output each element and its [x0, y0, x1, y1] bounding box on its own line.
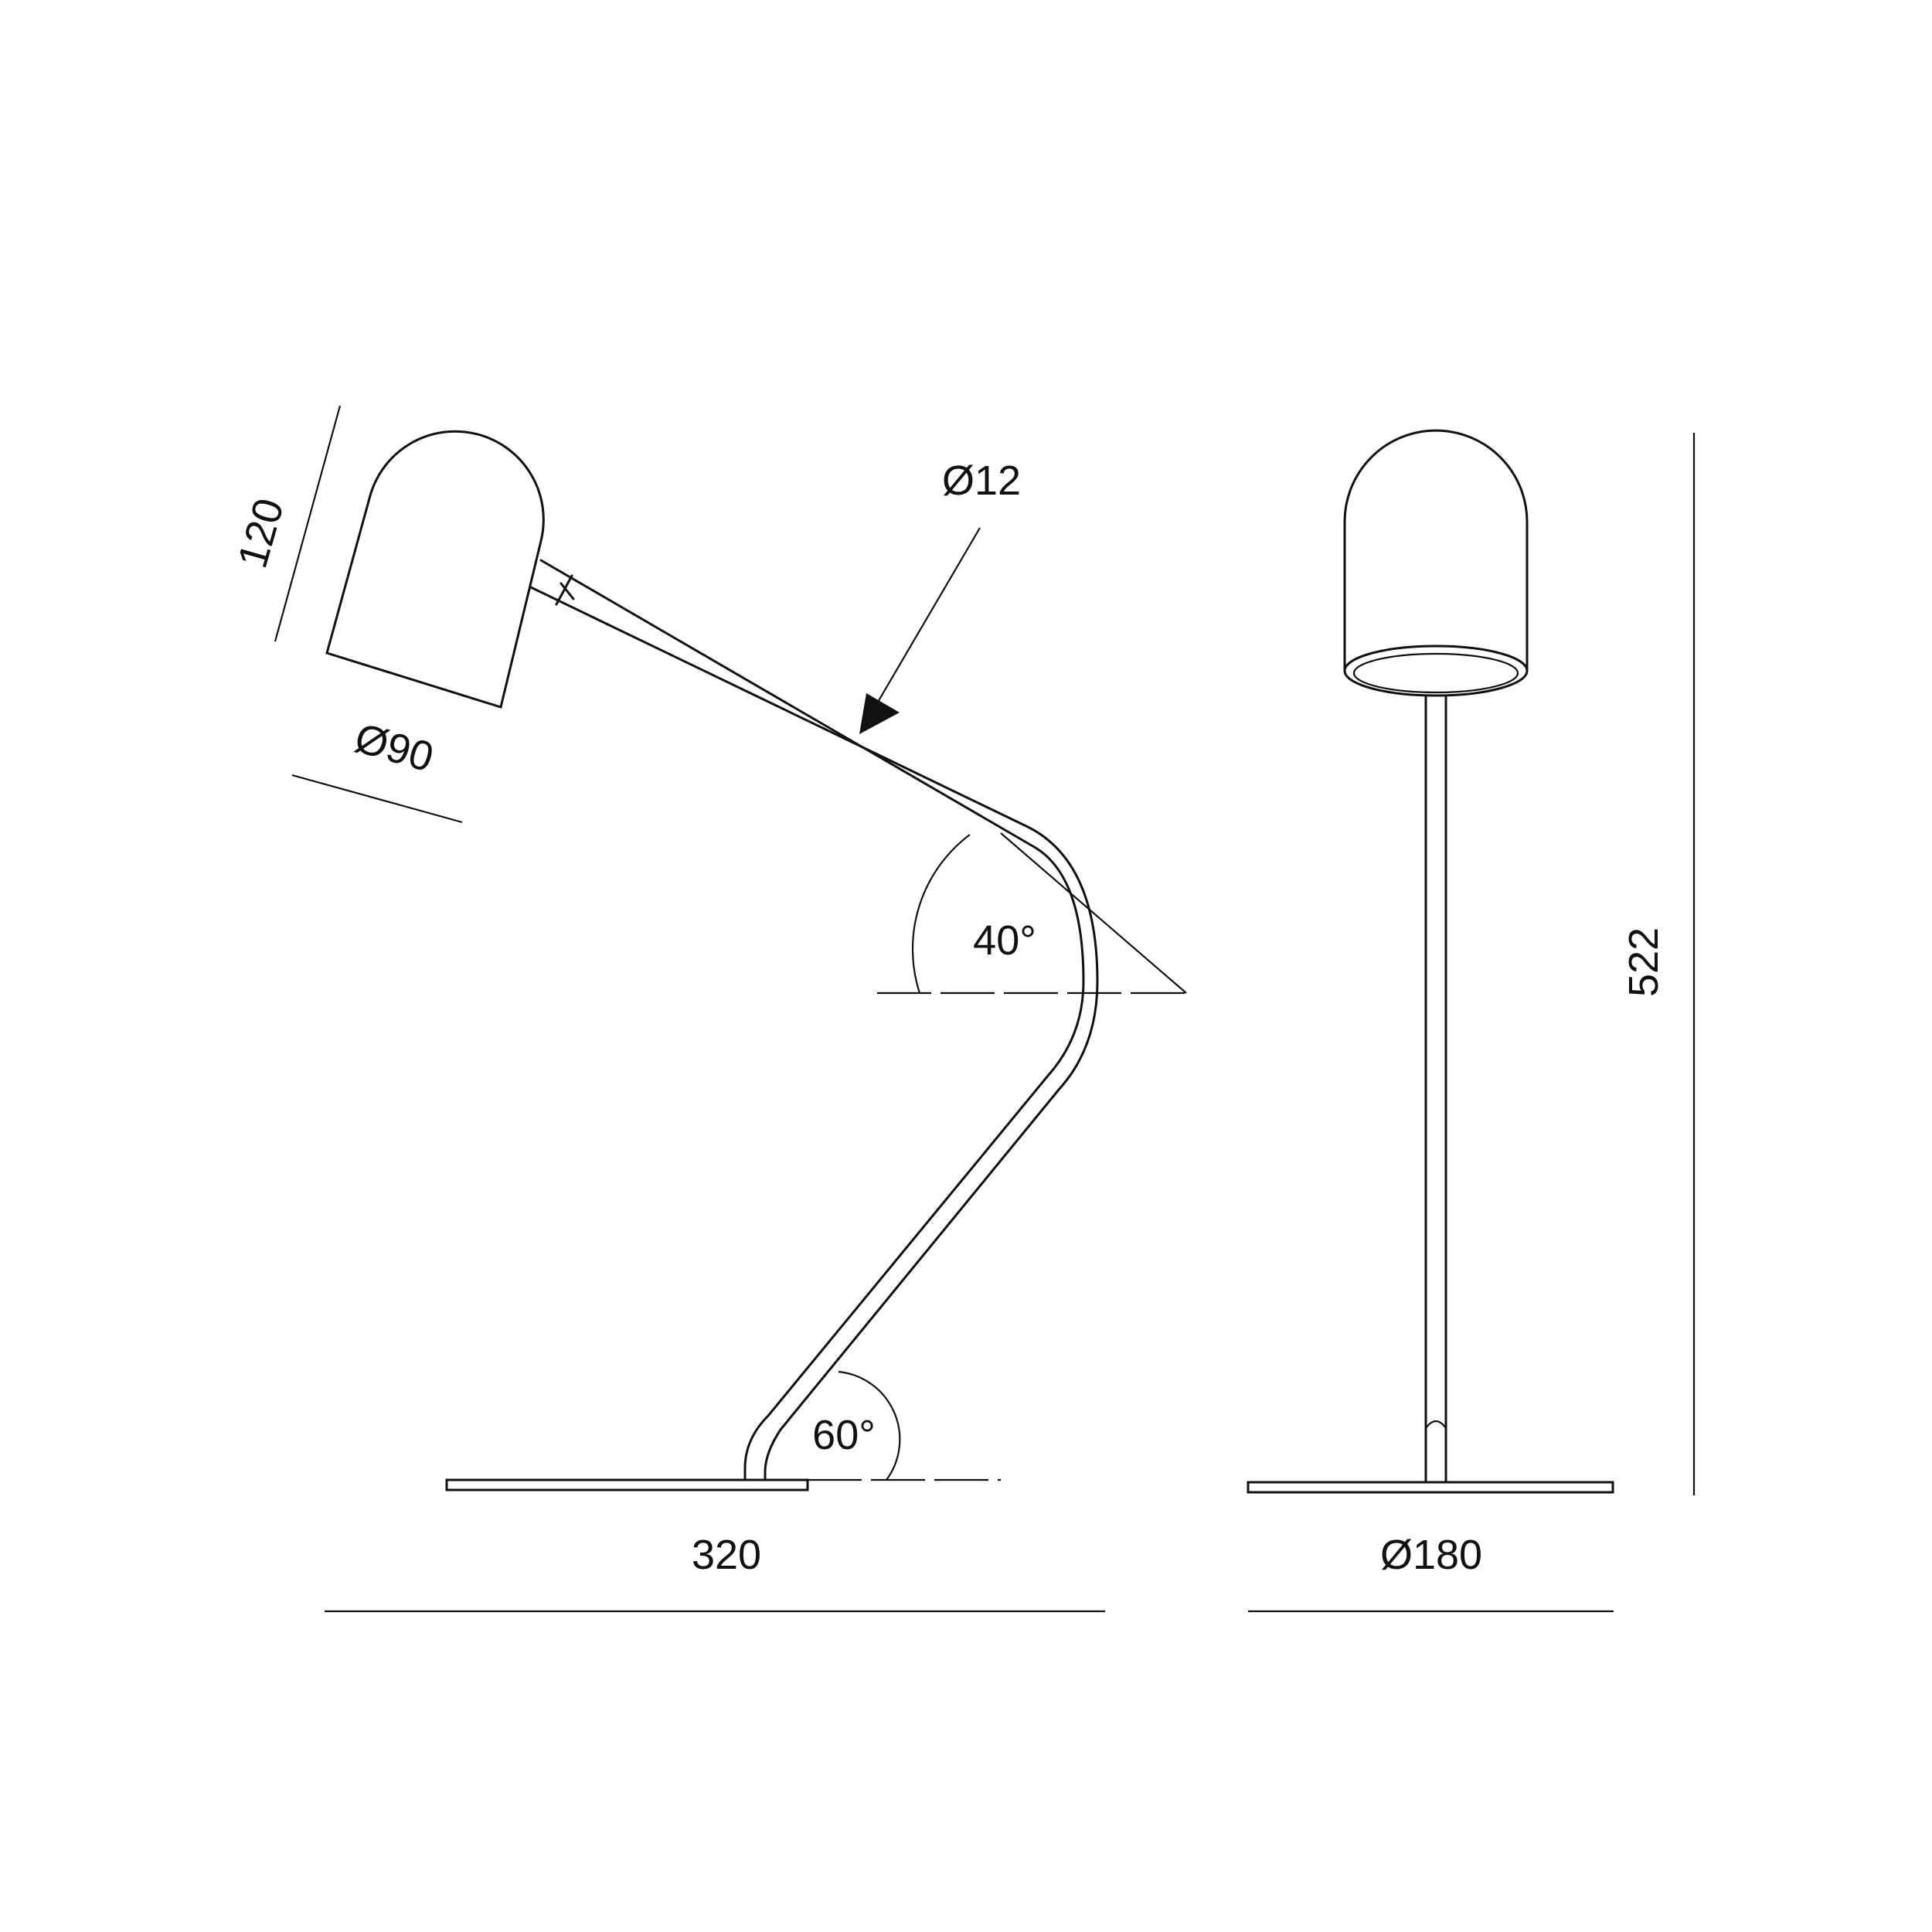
front-shade-inner-rim: [1352, 652, 1519, 694]
side-base-plate: [445, 1478, 809, 1492]
upper-arm-tube-inner: [539, 559, 1085, 1489]
arm-angle-label: 40°: [973, 917, 1036, 964]
shade-diameter-dimension-line: [291, 774, 463, 824]
base-diameter-label: Ø180: [1380, 1532, 1482, 1578]
side-lamp-shade: [325, 430, 545, 709]
base-length-label: 320: [692, 1532, 761, 1578]
shade-diameter-label: Ø90: [350, 715, 439, 781]
arm-angle-extension-line: [1000, 832, 1187, 994]
front-lamp-shade: [1343, 429, 1529, 671]
base-angle-arc: [838, 1370, 901, 1481]
arm-angle-arc: [911, 834, 971, 994]
side-view: 120 Ø90 Ø12 40° 60° 320: [229, 405, 1187, 1613]
height-label: 522: [1621, 927, 1667, 997]
shade-connector-band: [555, 574, 573, 606]
tube-diameter-leader: [876, 527, 981, 704]
shade-connector: [560, 582, 575, 600]
front-stem-bend-mark: [1425, 1420, 1447, 1429]
front-shade-opening: [1343, 645, 1529, 697]
tube-diameter-label: Ø12: [942, 457, 1021, 504]
shade-height-label: 120: [229, 493, 293, 573]
front-base-plate: [1247, 1481, 1614, 1494]
front-view: Ø180 522: [1247, 429, 1696, 1613]
base-angle-label: 60°: [812, 1412, 876, 1458]
tube-diameter-arrowhead: [859, 693, 900, 734]
shade-height-dimension-line: [274, 405, 342, 642]
upper-arm-tube: [529, 586, 1099, 1489]
